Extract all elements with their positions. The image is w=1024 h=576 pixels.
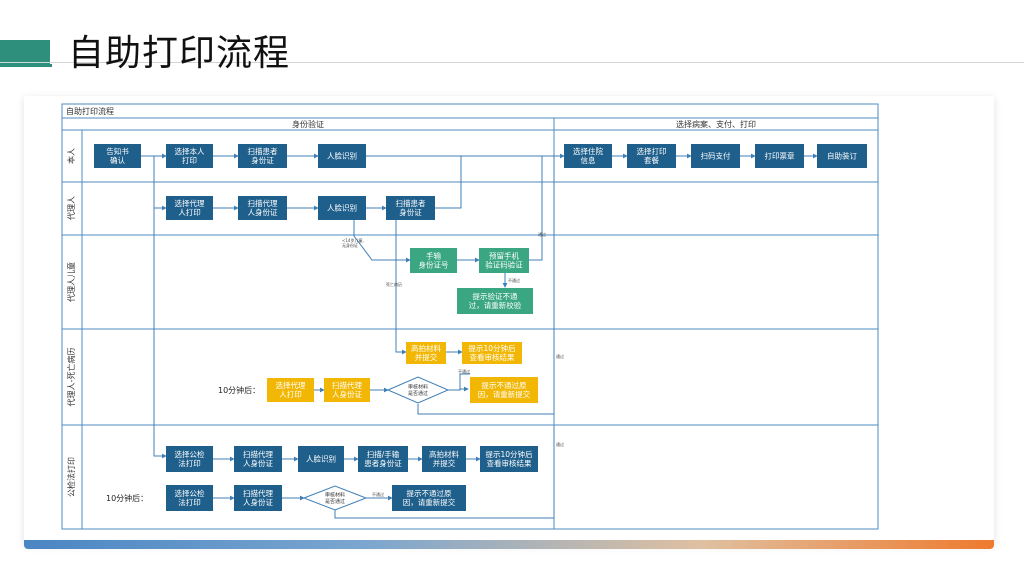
flowchart: 自助打印流程 身份验证 选择病案、支付、打印 本人 代理人 代理人儿童 代理人-… [61, 103, 879, 530]
node-g8: 扫描代理人身份证 [234, 485, 282, 511]
label-death-note: 死亡病历 [386, 281, 402, 287]
node-label: 预留手机验证码验证 [485, 251, 523, 270]
node-label: 自助装订 [827, 151, 857, 161]
diagram-card: 自助打印流程 身份验证 选择病案、支付、打印 本人 代理人 代理人儿童 代理人-… [24, 96, 994, 544]
node-label: 选择公检法打印 [175, 488, 205, 507]
node-label: 告知书确认 [106, 146, 129, 165]
node-g5: 高拍材料并提交 [422, 446, 466, 472]
node-n3: 扫描患者身份证 [238, 144, 287, 168]
node-label: 扫描代理人身份证 [243, 449, 273, 468]
node-g2: 扫描代理人身份证 [234, 446, 282, 472]
node-label: 提示不通过原因，请重新提交 [478, 380, 531, 399]
lane-label-agent: 代理人 [66, 196, 76, 220]
node-label: 扫描/手输患者身份证 [364, 449, 402, 468]
diagram-title: 自助打印流程 [66, 106, 114, 116]
label-fail-death: 不通过 [458, 368, 470, 374]
label-fail-legal: 不通过 [372, 491, 384, 497]
node-label: 选择住院信息 [573, 146, 603, 165]
node-label: 审核材料是否通过 [325, 492, 345, 506]
node-a4: 扫描患者身份证 [386, 196, 435, 220]
node-g6: 提示10分钟后查看审核结果 [480, 446, 538, 472]
label-ten-min-death: 10分钟后： [218, 385, 260, 395]
node-label: 提示验证不通过，请重新校验 [469, 291, 522, 310]
lane-label-agent-death: 代理人-死亡病历 [66, 348, 76, 407]
node-label: 打印票章 [765, 151, 795, 161]
slide-footer-bar [24, 540, 994, 549]
node-p4: 打印票章 [755, 144, 804, 168]
col-header-identity: 身份验证 [292, 119, 324, 129]
title-accent-bar [0, 40, 50, 64]
node-label: 选择公检法打印 [175, 449, 205, 468]
lane-label-self: 本人 [66, 148, 76, 164]
node-g7: 选择公检法打印 [166, 485, 213, 511]
label-pass-3: 通过 [556, 441, 564, 447]
label-pass-2: 通过 [556, 353, 564, 359]
node-a2: 扫描代理人身份证 [238, 196, 287, 220]
node-n4: 人脸识别 [318, 144, 366, 168]
child-note: <14岁儿童,无身份证 [342, 237, 364, 248]
node-n1: 告知书确认 [94, 144, 141, 168]
label-ten-min-legal: 10分钟后： [106, 493, 148, 503]
node-label: 人脸识别 [327, 151, 357, 161]
node-d4: 扫描代理人身份证 [324, 378, 370, 402]
node-d6: 提示不通过原因，请重新提交 [470, 377, 538, 403]
node-label: 提示10分钟后查看审核结果 [485, 449, 533, 468]
diagram-frame [61, 103, 879, 530]
node-n2: 选择本人打印 [166, 144, 213, 168]
node-label: 扫描代理人身份证 [243, 488, 273, 507]
node-label: 手输身份证号 [419, 251, 449, 270]
node-g10: 提示不通过原因，请重新提交 [392, 485, 466, 511]
node-label: 扫描患者身份证 [248, 146, 278, 165]
col-header-print: 选择病案、支付、打印 [676, 119, 756, 129]
node-c2: 预留手机验证码验证 [479, 248, 529, 273]
node-label: 审核材料是否通过 [408, 384, 428, 398]
title-underline [0, 62, 1024, 63]
node-label: 高拍材料并提交 [429, 449, 459, 468]
node-label: 提示10分钟后查看审核结果 [468, 343, 516, 362]
flow-nodes: 告知书确认选择本人打印扫描患者身份证人脸识别选择住院信息选择打印套餐扫码支付打印… [94, 144, 867, 511]
node-label: 选择打印套餐 [637, 146, 667, 165]
node-c3: 提示验证不通过，请重新校验 [457, 288, 533, 314]
node-label: 选择本人打印 [175, 146, 205, 165]
label-pass-1: 通过 [538, 231, 546, 237]
node-c1: 手输身份证号 [410, 248, 457, 273]
node-g3: 人脸识别 [298, 446, 344, 472]
node-d2: 提示10分钟后查看审核结果 [462, 342, 522, 364]
lane-label-legal: 公检法打印 [66, 457, 76, 497]
node-label: 扫描代理人身份证 [332, 380, 362, 399]
node-label: 选择代理人打印 [175, 198, 205, 217]
node-g9: 审核材料是否通过 [302, 485, 368, 511]
node-a1: 选择代理人打印 [166, 196, 213, 220]
node-label: 人脸识别 [306, 454, 336, 464]
node-label: 人脸识别 [327, 203, 357, 213]
node-label: 选择代理人打印 [276, 380, 306, 399]
node-label: 扫码支付 [701, 151, 731, 161]
node-p3: 扫码支付 [691, 144, 740, 168]
label-fail-child: 不通过 [508, 277, 520, 283]
node-label: 高拍材料并提交 [411, 343, 441, 362]
connectors [141, 153, 818, 519]
node-d5: 审核材料是否通过 [386, 376, 450, 404]
node-label: 扫描代理人身份证 [248, 198, 278, 217]
node-g1: 选择公检法打印 [166, 446, 213, 472]
node-p5: 自助装订 [817, 144, 867, 168]
node-p2: 选择打印套餐 [627, 144, 676, 168]
node-p1: 选择住院信息 [564, 144, 612, 168]
node-a3: 人脸识别 [318, 196, 366, 220]
page-title: 自助打印流程 [68, 33, 291, 74]
child-note-text: <14岁儿童,无身份证 [342, 237, 364, 248]
lane-label-agent-child: 代理人儿童 [66, 262, 76, 302]
node-d1: 高拍材料并提交 [406, 342, 446, 364]
node-d3: 选择代理人打印 [267, 378, 314, 402]
node-label: 提示不通过原因，请重新提交 [403, 488, 456, 507]
node-g4: 扫描/手输患者身份证 [358, 446, 408, 472]
title-accent-line [0, 64, 52, 67]
node-label: 扫描患者身份证 [396, 198, 426, 217]
